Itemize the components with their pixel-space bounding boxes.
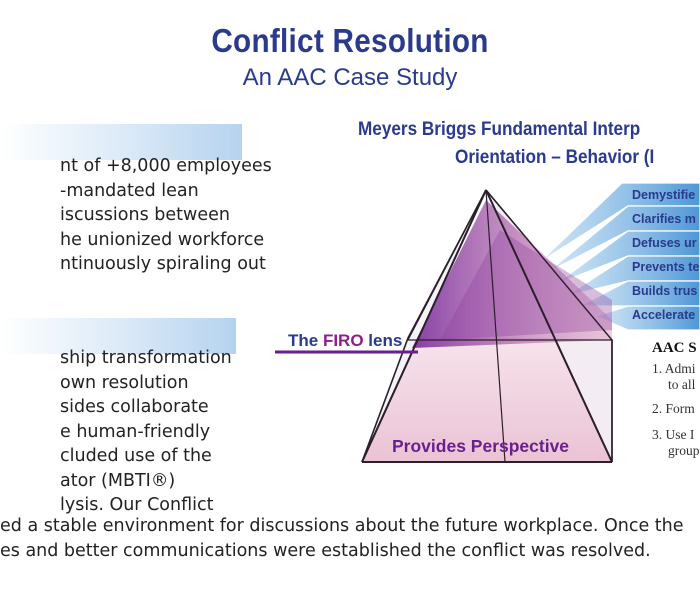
aac-step-3-line-2: group: [668, 443, 700, 458]
aac-step-1-line-1: 1. Admi: [652, 361, 696, 376]
bottom-line: es and better communications were establ…: [0, 540, 651, 561]
firo-beam-inner: [440, 230, 612, 340]
section-1-line: ntinuously spiraling out: [60, 254, 266, 274]
firo-suffix: lens: [363, 331, 403, 350]
pyramid-label: Provides Perspective: [392, 436, 570, 456]
pyramid-edge: [361, 189, 487, 463]
benefit-ray: [539, 182, 700, 263]
pyramid-edge: [485, 189, 506, 463]
firo-beam: [412, 200, 612, 348]
benefit-ray: [547, 205, 700, 273]
aac-step-1: 1. Admi to all: [652, 361, 696, 393]
aac-step-3-line-1: 3. Use I: [652, 427, 695, 442]
bottom-line: ed a stable environment for discussions …: [0, 516, 684, 536]
aac-steps-heading: AAC S: [652, 340, 697, 356]
benefit-ray: [594, 305, 700, 331]
benefit-ray: [565, 255, 700, 297]
pyramid-base-face: [362, 338, 612, 462]
diagram-title-line-1: Meyers Briggs Fundamental Interp: [358, 118, 641, 140]
section-band-2: [0, 318, 236, 354]
benefit-label: Demystifie: [632, 188, 696, 202]
benefit-ray: [555, 230, 700, 285]
pyramid-edge: [407, 189, 487, 341]
section-1-text: nt of +8,000 employees -mandated lean is…: [0, 154, 272, 277]
aac-step-1-line-2: to all: [668, 377, 696, 392]
firo-accent: FIRO: [322, 331, 364, 350]
benefit-label: Accelerate: [632, 308, 696, 322]
pyramid-edge: [485, 189, 613, 341]
section-2-line: e human-friendly: [60, 421, 211, 442]
pyramid-edge: [485, 189, 613, 463]
section-1-line: nt of +8,000 employees: [60, 156, 272, 176]
page-title: Conflict Resolution: [211, 22, 489, 59]
firo-prefix: The: [288, 331, 323, 350]
bottom-paragraph: ed a stable environment for discussions …: [0, 514, 684, 563]
benefit-label: Builds trus: [632, 284, 698, 298]
section-1-line: -mandated lean: [60, 180, 199, 201]
section-2-line: sides collaborate: [60, 397, 209, 417]
section-2-line: lysis. Our Conflict: [60, 495, 214, 515]
benefit-ray: [579, 280, 700, 307]
section-2-line: ship transformation: [60, 348, 232, 368]
section-band-1: [0, 124, 242, 160]
section-2-line: own resolution: [60, 372, 189, 393]
section-1-line: iscussions between: [60, 205, 230, 225]
section-2-line: ator (MBTI®): [60, 470, 176, 491]
benefit-label: Prevents te: [632, 260, 700, 274]
page-subtitle: An AAC Case Study: [242, 64, 458, 91]
benefit-label: Clarifies m: [632, 212, 696, 226]
firo-lens-label: The FIRO lens: [288, 331, 402, 351]
section-2-text: ship transformation own resolution sides…: [0, 346, 232, 518]
diagram-title-line-2: Orientation – Behavior (I: [455, 146, 655, 168]
section-1-line: he unionized workforce: [60, 229, 265, 250]
benefit-label: Defuses ur: [632, 236, 697, 250]
aac-step-3: 3. Use I group: [652, 427, 700, 459]
aac-step-2: 2. Form: [652, 401, 695, 416]
section-2-line: cluded use of the: [60, 446, 212, 466]
